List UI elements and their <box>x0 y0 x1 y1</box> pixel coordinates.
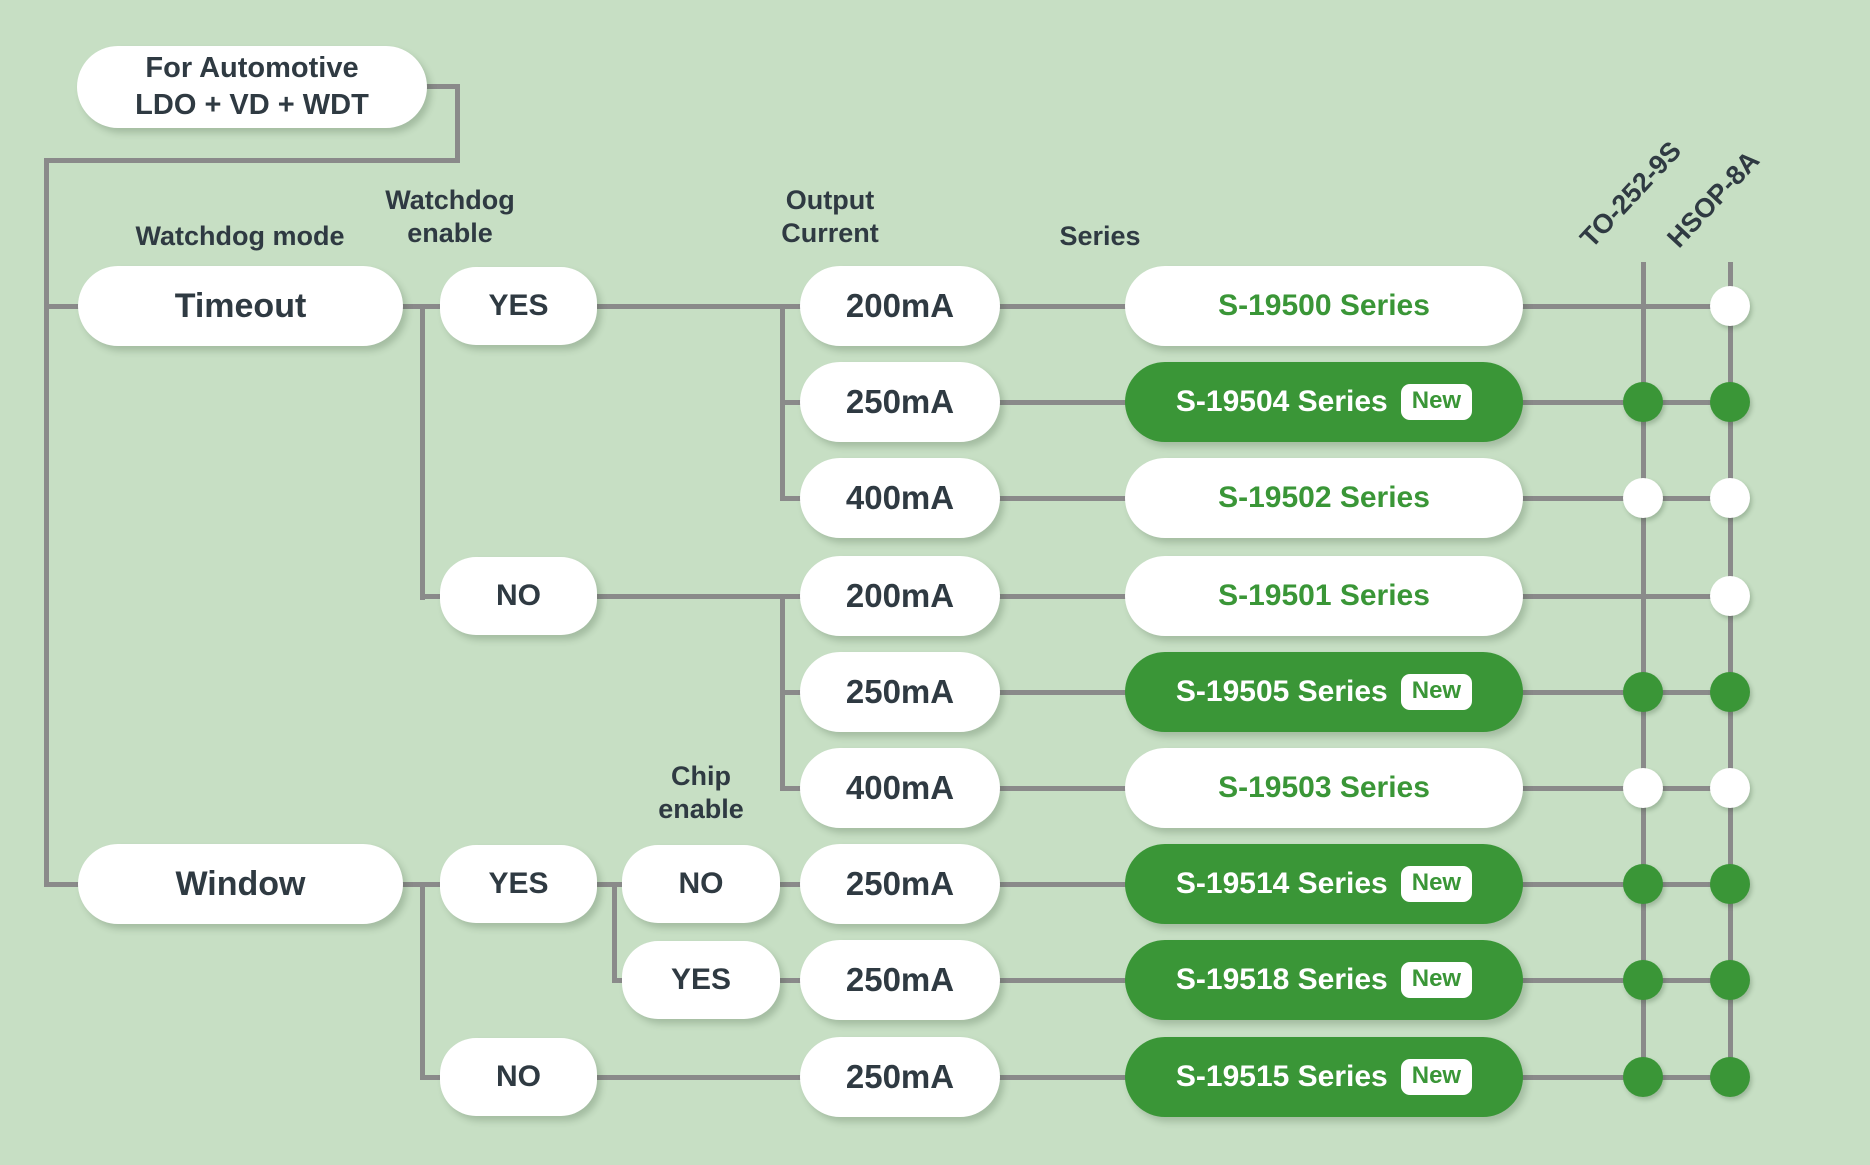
new-badge: New <box>1400 383 1473 421</box>
package-dot-to252 <box>1623 960 1663 1000</box>
package-dot-hsop <box>1710 672 1750 712</box>
package-dot-to252 <box>1623 1057 1663 1097</box>
connector-line <box>780 400 805 405</box>
node-series-s19500: S-19500 Series <box>1125 266 1523 346</box>
connector-line <box>595 882 627 887</box>
root-node-line1: For Automotive <box>145 51 359 84</box>
header-output-current: Output Current <box>781 185 879 248</box>
package-dot-to252 <box>1623 768 1663 808</box>
series-label: S-19515 Series <box>1175 1060 1388 1093</box>
node-output-current: 250mA <box>800 652 1000 732</box>
header-series: Series <box>1059 221 1141 251</box>
package-dot-hsop <box>1710 768 1750 808</box>
package-column-line-to252 <box>1641 262 1646 1079</box>
header-watchdog-enable: Watchdog enable <box>385 185 515 248</box>
node-wd-enable-yes-timeout: YES <box>440 267 597 345</box>
package-dot-hsop <box>1710 286 1750 326</box>
node-series-s19501: S-19501 Series <box>1125 556 1523 636</box>
connector-line <box>420 1075 446 1080</box>
header-watchdog-mode: Watchdog mode <box>135 221 345 251</box>
connector-line <box>595 1075 805 1080</box>
node-output-current: 400mA <box>800 458 1000 538</box>
node-output-current: 200mA <box>800 266 1000 346</box>
connector-line <box>44 304 84 309</box>
new-badge: New <box>1400 865 1473 903</box>
node-output-current: 250mA <box>800 362 1000 442</box>
package-dot-hsop <box>1710 478 1750 518</box>
node-series-s19515: S-19515 Series New <box>1125 1037 1523 1117</box>
package-dot-hsop <box>1710 864 1750 904</box>
connector-line <box>778 882 805 887</box>
connector-line <box>612 978 627 983</box>
node-series-s19503: S-19503 Series <box>1125 748 1523 828</box>
header-chip-enable: Chip enable <box>658 761 744 824</box>
connector-line-trunk <box>44 158 49 886</box>
series-label: S-19504 Series <box>1175 385 1388 418</box>
package-dot-hsop <box>1710 1057 1750 1097</box>
connector-line <box>780 690 805 695</box>
series-label: S-19505 Series <box>1175 675 1388 708</box>
root-node: For Automotive LDO + VD + WDT <box>77 46 427 128</box>
connector-line <box>44 882 84 887</box>
node-series-s19505: S-19505 Series New <box>1125 652 1523 732</box>
package-dot-hsop <box>1710 576 1750 616</box>
node-series-s19514: S-19514 Series New <box>1125 844 1523 924</box>
connector-line <box>612 882 617 983</box>
series-label: S-19503 Series <box>1218 771 1430 804</box>
root-node-line2: LDO + VD + WDT <box>135 89 369 121</box>
node-output-current: 200mA <box>800 556 1000 636</box>
series-label: S-19518 Series <box>1175 963 1388 996</box>
connector-line <box>410 84 460 89</box>
package-dot-to252 <box>1623 382 1663 422</box>
node-output-current: 400mA <box>800 748 1000 828</box>
node-wd-enable-no-window: NO <box>440 1038 597 1116</box>
series-label: S-19502 Series <box>1218 481 1430 514</box>
connector-line <box>420 594 446 599</box>
connector-line <box>595 304 805 309</box>
new-badge: New <box>1400 1058 1473 1096</box>
series-label: S-19500 Series <box>1218 289 1430 322</box>
connector-line <box>780 496 805 501</box>
node-chip-enable-yes: YES <box>622 941 780 1019</box>
node-chip-enable-no: NO <box>622 845 780 923</box>
node-watchdog-mode-timeout: Timeout <box>78 266 403 346</box>
node-output-current: 250mA <box>800 940 1000 1020</box>
series-label: S-19514 Series <box>1175 867 1388 900</box>
connector-line <box>595 594 805 599</box>
connector-line <box>420 304 425 600</box>
connector-line <box>420 882 425 1080</box>
connector-line <box>455 84 460 163</box>
package-dot-hsop <box>1710 960 1750 1000</box>
package-column-line-hsop <box>1728 262 1733 1079</box>
node-series-s19504: S-19504 Series New <box>1125 362 1523 442</box>
connector-line <box>780 786 805 791</box>
new-badge: New <box>1400 961 1473 999</box>
node-output-current: 250mA <box>800 1037 1000 1117</box>
node-wd-enable-no-timeout: NO <box>440 557 597 635</box>
node-series-s19502: S-19502 Series <box>1125 458 1523 538</box>
node-output-current: 250mA <box>800 844 1000 924</box>
connector-line <box>778 978 805 983</box>
package-dot-to252 <box>1623 478 1663 518</box>
new-badge: New <box>1400 673 1473 711</box>
node-wd-enable-yes-window: YES <box>440 845 597 923</box>
package-dot-to252 <box>1623 672 1663 712</box>
package-dot-to252 <box>1623 864 1663 904</box>
connector-line <box>44 158 460 163</box>
node-watchdog-mode-window: Window <box>78 844 403 924</box>
package-dot-hsop <box>1710 382 1750 422</box>
node-series-s19518: S-19518 Series New <box>1125 940 1523 1020</box>
series-label: S-19501 Series <box>1218 579 1430 612</box>
